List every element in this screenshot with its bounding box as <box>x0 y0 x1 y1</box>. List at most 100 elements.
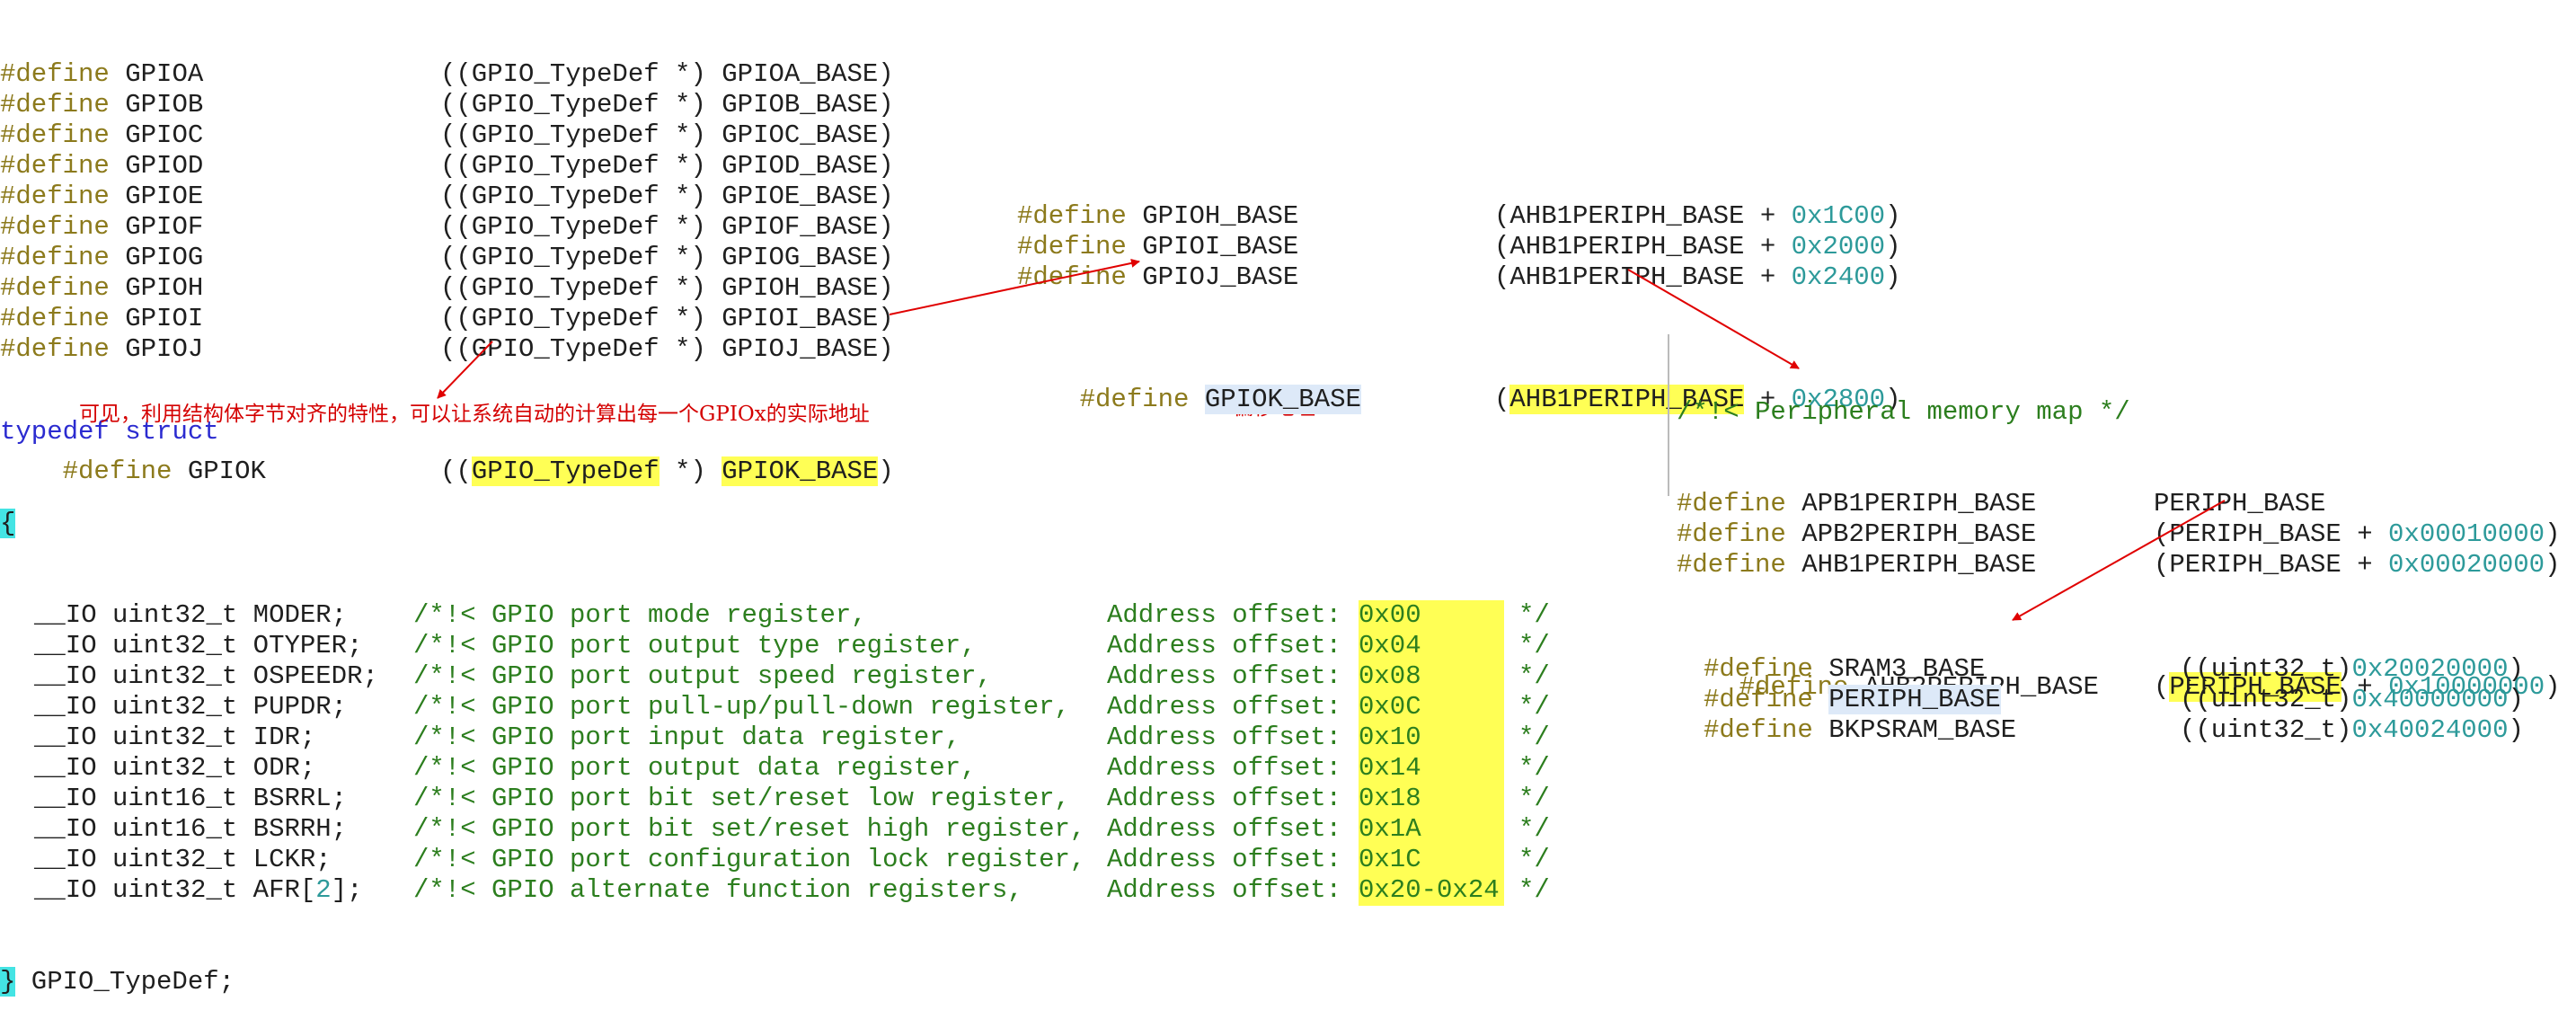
member-comment: /*!< GPIO port output type register, <box>413 631 977 660</box>
macro-name: GPIOG <box>125 243 204 272</box>
gpio-define-line[interactable]: #define GPIOF((GPIO_TypeDef *) GPIOF_BAS… <box>0 212 894 243</box>
member-type: uint32_t <box>112 661 238 691</box>
close-brace: } <box>0 967 16 997</box>
hex-value: 0x10000000 <box>2388 672 2545 702</box>
array-size: 2 <box>315 875 332 905</box>
gpio-define-line[interactable]: #define GPIOC((GPIO_TypeDef *) GPIOC_BAS… <box>0 120 894 151</box>
base-name: GPIOA_BASE) <box>721 59 894 89</box>
gpiok-base-line[interactable]: #define GPIOK_BASE(AHB1PERIPH_BASE + 0x2… <box>1017 354 1901 414</box>
open-brace-line[interactable]: { <box>0 509 235 539</box>
gpio-define-line[interactable]: #define GPIOA((GPIO_TypeDef *) GPIOA_BAS… <box>0 59 894 90</box>
code-column: ((GPIO_TypeDef *) GPIOD_BASE) <box>440 151 894 182</box>
code-column: */ <box>1518 631 1550 661</box>
gpio-define-line-gpiok[interactable]: #define GPIOK((GPIO_TypeDef *) GPIOK_BAS… <box>0 426 894 486</box>
struct-member[interactable]: __IO uint32_t OTYPER;/*!< GPIO port outp… <box>0 631 1550 661</box>
comment-end: */ <box>1518 631 1550 660</box>
gpio-base-line[interactable]: #define GPIOH_BASE(AHB1PERIPH_BASE + 0x1… <box>1017 201 1900 232</box>
code-column: (AHB1PERIPH_BASE + 0x2400) <box>1494 262 1900 293</box>
code-column: 0x1C <box>1359 845 1504 875</box>
code-column: */ <box>1518 875 1550 906</box>
member-field: BSRRH; <box>252 814 348 844</box>
code-column: __IO uint16_t BSRRL; <box>34 784 347 814</box>
paren-close: ) <box>2545 550 2561 580</box>
struct-member[interactable]: __IO uint32_t AFR[2];/*!< GPIO alternate… <box>0 875 1550 906</box>
code-column: 0x18 <box>1359 784 1504 814</box>
macro-name: GPIOC <box>125 120 204 150</box>
member-comment: /*!< GPIO port pull-up/pull-down registe… <box>413 692 1070 722</box>
paren-open: (( <box>440 456 472 486</box>
offset-value: 0x1C <box>1359 845 1504 875</box>
offset-label: Address offset: <box>1107 661 1342 691</box>
cast-expression: ((GPIO_TypeDef *) <box>440 120 706 150</box>
periph-map-line[interactable]: #define AHB1PERIPH_BASE(PERIPH_BASE + 0x… <box>1677 550 2560 580</box>
gpio-define-line[interactable]: #define GPIOD((GPIO_TypeDef *) GPIOD_BAS… <box>0 151 894 182</box>
code-column: __IO uint32_t LCKR; <box>34 845 332 875</box>
define-keyword: #define <box>1677 519 1786 549</box>
comment-end: */ <box>1518 814 1550 844</box>
paren-close: ) <box>2545 672 2561 702</box>
gpio-define-line[interactable]: #define GPIOG((GPIO_TypeDef *) GPIOG_BAS… <box>0 243 894 273</box>
code-column: */ <box>1518 845 1550 875</box>
gpio-base-line[interactable]: #define GPIOI_BASE(AHB1PERIPH_BASE + 0x2… <box>1017 232 1900 262</box>
code-column: __IO uint16_t BSRRH; <box>34 814 347 845</box>
base-expression: (PERIPH_BASE + <box>2154 550 2389 580</box>
code-column: ((uint32_t)0x20020000) <box>2180 654 2524 685</box>
code-column: ((GPIO_TypeDef *) GPIOI_BASE) <box>440 304 894 334</box>
cast-expression: ((GPIO_TypeDef *) <box>440 212 706 242</box>
annotation-arrows <box>437 258 2226 621</box>
code-column: __IO uint32_t PUPDR; <box>34 692 347 722</box>
plus-sign: + <box>2341 672 2389 702</box>
highlight-periph-base: PERIPH_BASE <box>2169 672 2341 702</box>
base-name: GPIOD_BASE) <box>721 151 894 181</box>
member-field: OSPEEDR; <box>252 661 378 691</box>
code-column: Address offset: <box>1107 875 1341 906</box>
hex-value: 0x2400 <box>1791 262 1886 292</box>
gpio-define-line[interactable]: #define GPIOB((GPIO_TypeDef *) GPIOB_BAS… <box>0 90 894 120</box>
struct-member[interactable]: __IO uint16_t BSRRL; /*!< GPIO port bit s… <box>0 784 1550 814</box>
code-column: 0x20-0x24 <box>1359 875 1504 906</box>
define-keyword: #define <box>1704 654 1813 684</box>
struct-member[interactable]: __IO uint16_t BSRRH;/*!< GPIO port bit s… <box>0 814 1550 845</box>
struct-member[interactable]: __IO uint32_t OSPEEDR;/*!< GPIO port out… <box>0 661 1550 692</box>
struct-member[interactable]: __IO uint32_t PUPDR; /*!< GPIO port pull-… <box>0 692 1550 722</box>
define-keyword: #define <box>1704 715 1813 745</box>
paren-open: ( <box>1494 385 1510 414</box>
periph-map-line[interactable]: #define APB2PERIPH_BASE(PERIPH_BASE + 0x… <box>1677 519 2560 550</box>
code-column: __IO uint32_t IDR; <box>34 722 315 753</box>
code-column: ((GPIO_TypeDef *) GPIOE_BASE) <box>440 182 894 212</box>
code-column: 0x10 <box>1359 722 1504 753</box>
struct-type-name: GPIO_TypeDef; <box>15 967 235 997</box>
struct-member[interactable]: __IO uint32_t MODER;/*!< GPIO port mode … <box>0 600 1550 631</box>
member-comment: /*!< GPIO port output speed register, <box>413 661 992 691</box>
define-keyword: #define <box>1017 201 1127 231</box>
gpio-define-line[interactable]: #define GPIOJ((GPIO_TypeDef *) GPIOJ_BAS… <box>0 334 894 365</box>
mem-base-line[interactable]: #define SRAM3_BASE((uint32_t)0x20020000) <box>1704 654 2524 685</box>
define-keyword: #define <box>0 182 110 211</box>
code-column: Address offset: <box>1107 784 1341 814</box>
io-qualifier: __IO <box>34 722 97 752</box>
mem-base-line[interactable]: #define BKPSRAM_BASE((uint32_t)0x4002400… <box>1704 715 2524 746</box>
periph-map-comment: /*!< Peripheral memory map */ <box>1677 397 2130 428</box>
struct-keyword: struct <box>125 417 219 447</box>
struct-alignment-annotation: 可见，利用结构体字节对齐的特性，可以让系统自动的计算出每一个GPIOx的实际地址 <box>79 403 870 426</box>
code-column: Address offset: <box>1107 600 1341 631</box>
struct-member[interactable]: __IO uint32_t LCKR;/*!< GPIO port config… <box>0 845 1550 875</box>
gpio-base-line[interactable]: #define GPIOJ_BASE(AHB1PERIPH_BASE + 0x2… <box>1017 262 1900 293</box>
gpio-define-line[interactable]: #define GPIOE((GPIO_TypeDef *) GPIOE_BAS… <box>0 182 894 212</box>
io-qualifier: __IO <box>34 845 97 874</box>
close-brace-line[interactable]: } GPIO_TypeDef; <box>0 967 235 997</box>
code-column: __IO uint32_t AFR[2]; <box>34 875 363 906</box>
gpio-define-line[interactable]: #define GPIOI((GPIO_TypeDef *) GPIOI_BAS… <box>0 304 894 334</box>
gpio-define-line[interactable]: #define GPIOH((GPIO_TypeDef *) GPIOH_BAS… <box>0 273 894 304</box>
mem-base-line[interactable]: #define PERIPH_BASE((uint32_t)0x40000000… <box>1704 685 2524 715</box>
typedef-line[interactable]: typedef struct <box>0 417 235 448</box>
code-column: ((GPIO_TypeDef *) GPIOC_BASE) <box>440 120 894 151</box>
code-column: /*!< GPIO port input data register, <box>413 722 960 753</box>
highlight-gpiok-base: GPIOK_BASE <box>721 456 879 486</box>
struct-member[interactable]: __IO uint32_t IDR; /*!< GPIO port input d… <box>0 722 1550 753</box>
code-column: 0x00 <box>1359 600 1504 631</box>
code-column: /*!< GPIO port bit set/reset low registe… <box>413 784 1070 814</box>
macro-name: GPIOA <box>125 59 204 89</box>
member-field: MODER; <box>252 600 348 630</box>
